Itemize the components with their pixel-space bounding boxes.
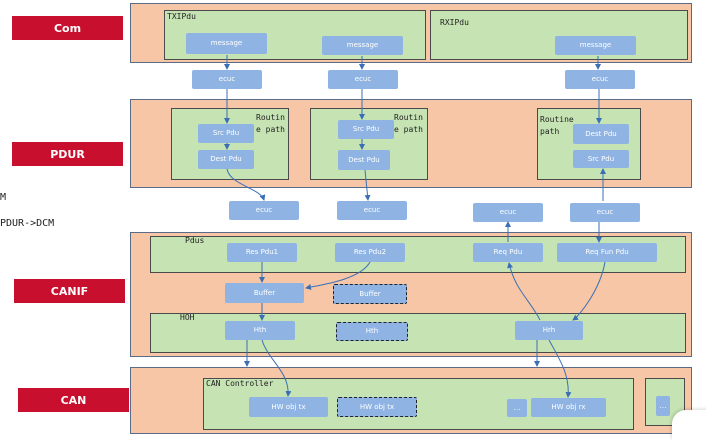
com-message-1: message <box>186 33 267 54</box>
hth-1: Hth <box>225 321 295 340</box>
pdur-routine-path-3-title: Routine path <box>540 115 574 136</box>
arrow-reqpdu-hrh <box>507 262 541 321</box>
ecuc-pdur-2: ecuc <box>337 201 407 220</box>
side-text-pdur-dcm: PDUR->DCM <box>0 218 55 229</box>
layer-label-can: CAN <box>18 388 129 412</box>
ecuc-com-1: ecuc <box>192 70 262 89</box>
dest-pdu-2: Dest Pdu <box>338 150 390 170</box>
ecuc-pdur-1: ecuc <box>229 201 299 220</box>
src-pdu-1: Src Pdu <box>198 124 254 143</box>
pdur-routine-path-3 <box>537 108 641 180</box>
ecuc-pdur-4: ecuc <box>570 203 640 222</box>
buffer-1: Buffer <box>225 283 304 303</box>
arrow-respdu2-buffer <box>305 261 371 290</box>
ecuc-com-3: ecuc <box>565 70 635 89</box>
arrow-dest2-ecuc <box>364 169 371 201</box>
ecuc-com-2: ecuc <box>328 70 398 89</box>
layer-label-pdur: PDUR <box>12 142 123 166</box>
hrh: Hrh <box>515 321 583 340</box>
can-controller-title: CAN Controller <box>206 379 274 388</box>
layer-label-com: Com <box>12 16 123 40</box>
src-pdu-2: Src Pdu <box>338 120 394 139</box>
arrow-hth-hwtx <box>261 339 292 397</box>
hth-2: Hth <box>336 322 408 341</box>
layer-label-canif: CANIF <box>14 279 125 303</box>
req-pdu: Req Pdu <box>473 243 543 262</box>
dest-pdu-1: Dest Pdu <box>198 150 254 169</box>
com-message-3: message <box>555 36 636 55</box>
src-pdu-3: Src Pdu <box>573 150 629 168</box>
side-text-m: M <box>0 192 7 203</box>
res-pdu1: Res Pdu1 <box>227 243 297 262</box>
hw-obj-tx-1: HW obj tx <box>249 397 328 417</box>
arrow-hrh-hwrx <box>548 339 572 398</box>
arrow-dest1-ecuc <box>226 168 266 201</box>
can-ellipsis-1: … <box>507 399 527 417</box>
canif-hoh-title: HOH <box>180 313 195 322</box>
ecuc-pdur-3: ecuc <box>473 203 543 222</box>
buffer-2: Buffer <box>333 284 407 304</box>
corner-decoration <box>672 410 706 440</box>
com-rx-title: RXIPdu <box>440 18 469 27</box>
com-message-2: message <box>322 36 403 55</box>
com-tx-title: TXIPdu <box>167 12 196 21</box>
res-pdu2: Res Pdu2 <box>335 243 405 262</box>
can-ellipsis-2: … <box>656 396 670 416</box>
req-fun-pdu: Req Fun Pdu <box>557 243 657 262</box>
pdur-routing-path-2-title: Routin e path <box>394 113 423 134</box>
hw-obj-rx: HW obj rx <box>531 398 606 417</box>
hw-obj-tx-2: HW obj tx <box>337 397 417 417</box>
pdur-routing-path-1-title: Routin e path <box>256 113 285 134</box>
dest-pdu-3: Dest Pdu <box>573 124 629 144</box>
arrow-reqfun-hrh <box>572 261 606 321</box>
canif-pdus-title: Pdus <box>185 236 205 245</box>
